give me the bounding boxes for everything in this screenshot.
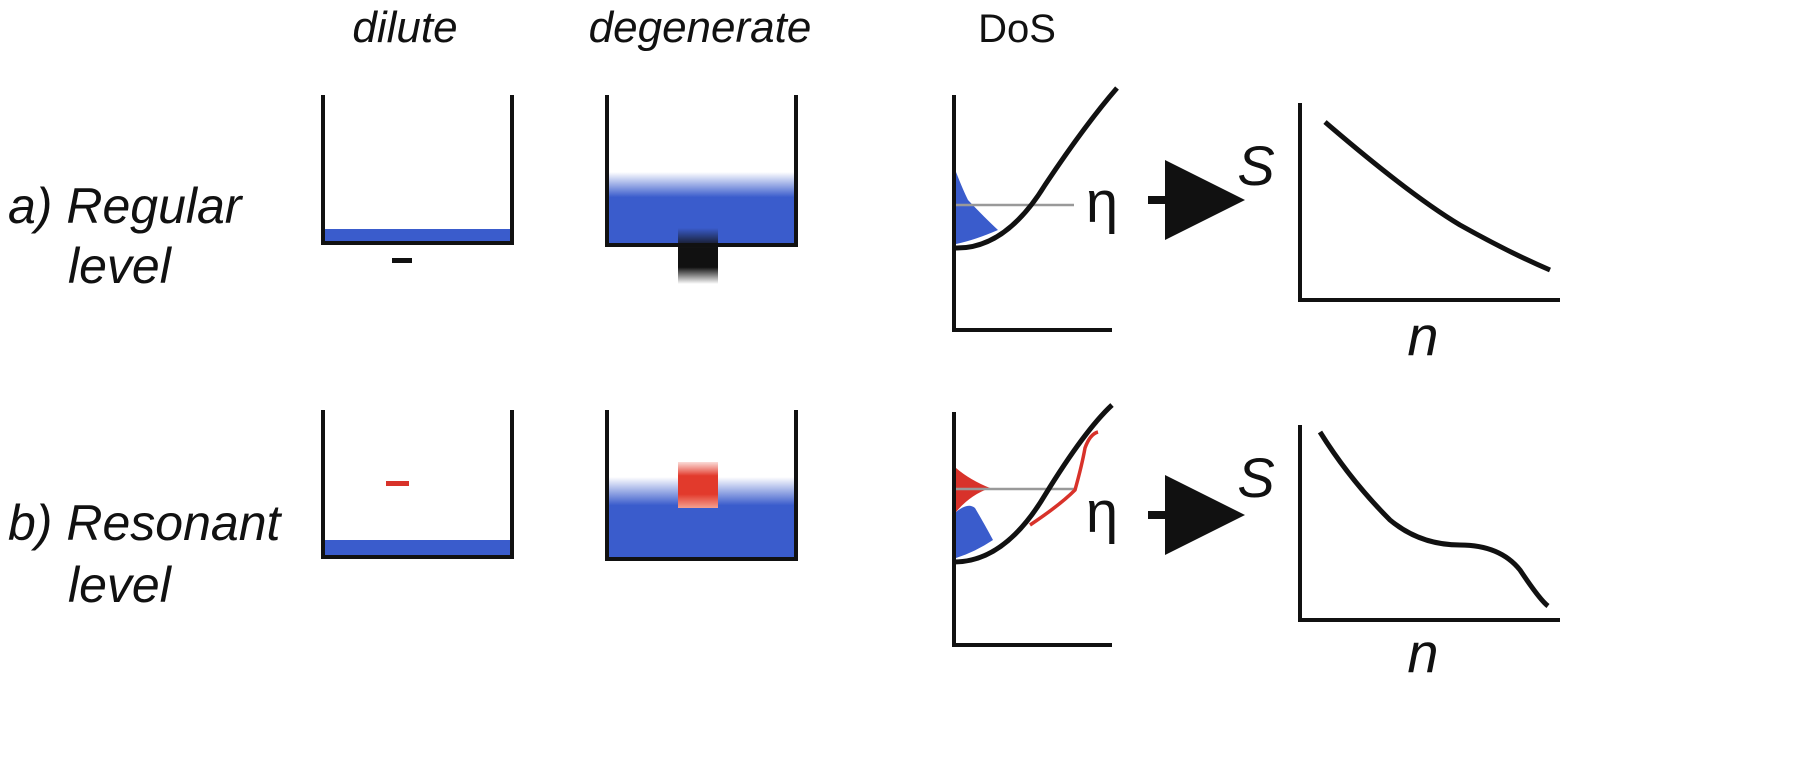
well-outline — [321, 410, 514, 559]
resonant-dos-curve — [1029, 430, 1099, 527]
impurity-level — [678, 228, 718, 284]
s-axes — [1298, 103, 1560, 302]
s-curve — [1323, 120, 1551, 273]
row-label-resonant: b) Resonant — [8, 495, 282, 551]
degenerate-well-resonant — [605, 410, 798, 561]
resonant-level — [386, 481, 409, 486]
fermi-level-symbol: η — [1086, 480, 1118, 545]
well-outline — [605, 410, 798, 561]
dos-plot-resonant: η — [952, 403, 1118, 647]
impurity-level — [392, 258, 412, 263]
electron-sea — [324, 229, 511, 242]
dos-plot-regular: η — [952, 86, 1119, 332]
dos-axes — [952, 95, 1112, 332]
well-outline — [605, 95, 798, 247]
dos-curve — [953, 86, 1119, 251]
occupied-states — [956, 505, 993, 558]
seebeck-plot-regular: S n — [1237, 103, 1560, 367]
column-header-dos: DoS — [978, 7, 1056, 51]
dilute-well-resonant — [321, 410, 514, 559]
row-label-regular: a) Regular — [8, 178, 244, 234]
s-curve — [1317, 430, 1550, 608]
degenerate-well-regular — [605, 95, 798, 284]
dilute-well-regular — [321, 95, 514, 263]
dos-axes — [952, 412, 1112, 647]
x-axis-label: n — [1407, 304, 1438, 367]
occupied-states — [956, 172, 998, 244]
y-axis-label: S — [1237, 446, 1274, 509]
resonant-level — [678, 462, 718, 508]
y-axis-label: S — [1237, 134, 1274, 197]
row-label-resonant-level: level — [68, 557, 173, 613]
s-axes — [1298, 425, 1560, 622]
column-header-degenerate: degenerate — [589, 3, 812, 52]
seebeck-plot-resonant: S n — [1237, 425, 1560, 684]
x-axis-label: n — [1407, 621, 1438, 684]
row-label-regular-level: level — [68, 238, 173, 294]
column-header-dilute: dilute — [352, 3, 457, 52]
dos-curve — [953, 403, 1114, 565]
fermi-level-symbol: η — [1086, 170, 1118, 235]
well-outline — [321, 95, 514, 245]
electron-sea — [324, 540, 511, 555]
